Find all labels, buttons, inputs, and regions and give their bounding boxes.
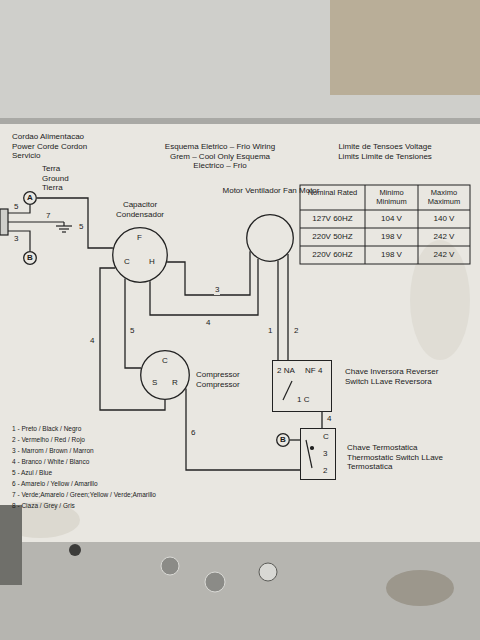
terminal-circle: B bbox=[23, 251, 37, 265]
hole bbox=[69, 544, 81, 556]
terminal-label: C bbox=[124, 257, 130, 267]
table-cell: 127V 60HZ bbox=[300, 214, 365, 224]
terminal-label: H bbox=[149, 257, 155, 267]
lint bbox=[386, 570, 454, 606]
hole bbox=[161, 557, 179, 575]
capacitor: Capacitor CondensadorFCH bbox=[112, 227, 168, 283]
wire-number: 2 bbox=[293, 326, 299, 336]
color-key: 5 - Azul / Blue bbox=[12, 469, 52, 477]
terminal-label: 1 C bbox=[297, 395, 309, 405]
terminal-circle: A bbox=[23, 191, 37, 205]
voltage-table bbox=[300, 185, 470, 264]
wire-number: 3 bbox=[14, 234, 18, 244]
part-label: Motor Ventilador Fan Motor bbox=[216, 186, 326, 196]
table-cell: 198 V bbox=[365, 232, 418, 242]
color-key: 3 - Marrom / Brown / Marron bbox=[12, 447, 94, 455]
color-key: 6 - Amarelo / Yellow / Amarillo bbox=[12, 480, 98, 488]
wire bbox=[290, 439, 300, 440]
circle-outline bbox=[246, 214, 294, 262]
cable bbox=[0, 505, 22, 585]
color-key: 8 - Ciaza / Grey / Gris bbox=[12, 502, 75, 510]
table-cell: 198 V bbox=[365, 250, 418, 260]
wire bbox=[321, 412, 322, 428]
reverser-switch: 2 NANF 41 CChave Inversora Reverser Swit… bbox=[272, 360, 332, 412]
color-key: 4 - Branco / White / Blanco bbox=[12, 458, 89, 466]
part-label: Capacitor Condensador bbox=[100, 200, 180, 219]
color-key: 2 - Vermelho / Red / Rojo bbox=[12, 436, 85, 444]
wire-number: 5 bbox=[129, 326, 135, 336]
part-label: Chave Termostatica Thermostatic Switch L… bbox=[347, 443, 447, 472]
wire-number: 4 bbox=[326, 414, 332, 424]
compressor: CSRCompressor Compressor bbox=[140, 350, 190, 400]
cord-heading: Cordao Alimentacao Power Corde Cordon Se… bbox=[12, 132, 96, 161]
terminal-circle: B bbox=[276, 433, 290, 447]
table-heading: Limite de Tensoes Voltage Limits Limite … bbox=[330, 142, 440, 161]
wire bbox=[277, 261, 278, 360]
terminal-label: B bbox=[23, 253, 37, 263]
power-cord bbox=[0, 205, 72, 251]
terminal-label: 3 bbox=[323, 449, 327, 459]
thermostat-switch: C32Chave Termostatica Thermostatic Switc… bbox=[300, 428, 336, 480]
wire-number: 5 bbox=[78, 222, 84, 232]
table-cell: 104 V bbox=[365, 214, 418, 224]
table-cell: Minimo Minimum bbox=[365, 188, 418, 206]
screw bbox=[259, 563, 277, 581]
table-cell: Maximo Maximum bbox=[418, 188, 470, 206]
table-cell: 242 V bbox=[418, 232, 470, 242]
wire bbox=[287, 254, 288, 360]
part-label: Compressor Compressor bbox=[196, 370, 260, 389]
wall bbox=[0, 0, 480, 125]
wire bbox=[186, 389, 300, 470]
table-cell: 242 V bbox=[418, 250, 470, 260]
wire-number: 3 bbox=[214, 285, 220, 295]
wire-number: 7 bbox=[46, 211, 50, 221]
cardboard bbox=[330, 0, 480, 95]
terminal-label: S bbox=[152, 378, 157, 388]
diagram-title: Esquema Eletrico – Frio Wiring Grem – Co… bbox=[158, 142, 282, 171]
switch-arm bbox=[283, 381, 314, 468]
wire bbox=[37, 198, 113, 248]
terminal-label: NF 4 bbox=[305, 366, 322, 376]
wire bbox=[125, 279, 141, 368]
terminal-label: C bbox=[323, 432, 329, 442]
wire bbox=[100, 268, 165, 410]
terminal-label: 2 NA bbox=[277, 366, 295, 376]
metal-panel bbox=[0, 540, 480, 640]
fan-motor: Motor Ventilador Fan Motor bbox=[246, 214, 294, 262]
terminal-label: C bbox=[162, 356, 168, 366]
table-cell: 140 V bbox=[418, 214, 470, 224]
terminal-label: B bbox=[276, 435, 290, 445]
terminal-label: A bbox=[23, 193, 37, 203]
sticker bbox=[0, 124, 480, 542]
wire-number: 4 bbox=[89, 336, 95, 346]
wire bbox=[150, 259, 258, 315]
wire-number: 5 bbox=[14, 202, 18, 212]
terminal-label: 2 bbox=[323, 466, 327, 476]
color-key: 7 - Verde;Amarelo / Green;Yellow / Verde… bbox=[12, 491, 156, 499]
hole bbox=[205, 572, 225, 592]
part-label: Chave Inversora Reverser Switch LLave Re… bbox=[345, 367, 445, 386]
terminal-label: F bbox=[137, 233, 142, 243]
wire bbox=[167, 251, 250, 295]
table-cell: 220V 60HZ bbox=[300, 250, 365, 260]
terminal-label: R bbox=[172, 378, 178, 388]
wire-number: 4 bbox=[205, 318, 211, 328]
stain bbox=[410, 240, 470, 360]
wire-number: 6 bbox=[190, 428, 196, 438]
color-key: 1 - Preto / Black / Negro bbox=[12, 425, 81, 433]
ground-label: Terra Ground Tierra bbox=[42, 164, 86, 193]
table-cell: 220V 50HZ bbox=[300, 232, 365, 242]
wire-number: 1 bbox=[267, 326, 273, 336]
